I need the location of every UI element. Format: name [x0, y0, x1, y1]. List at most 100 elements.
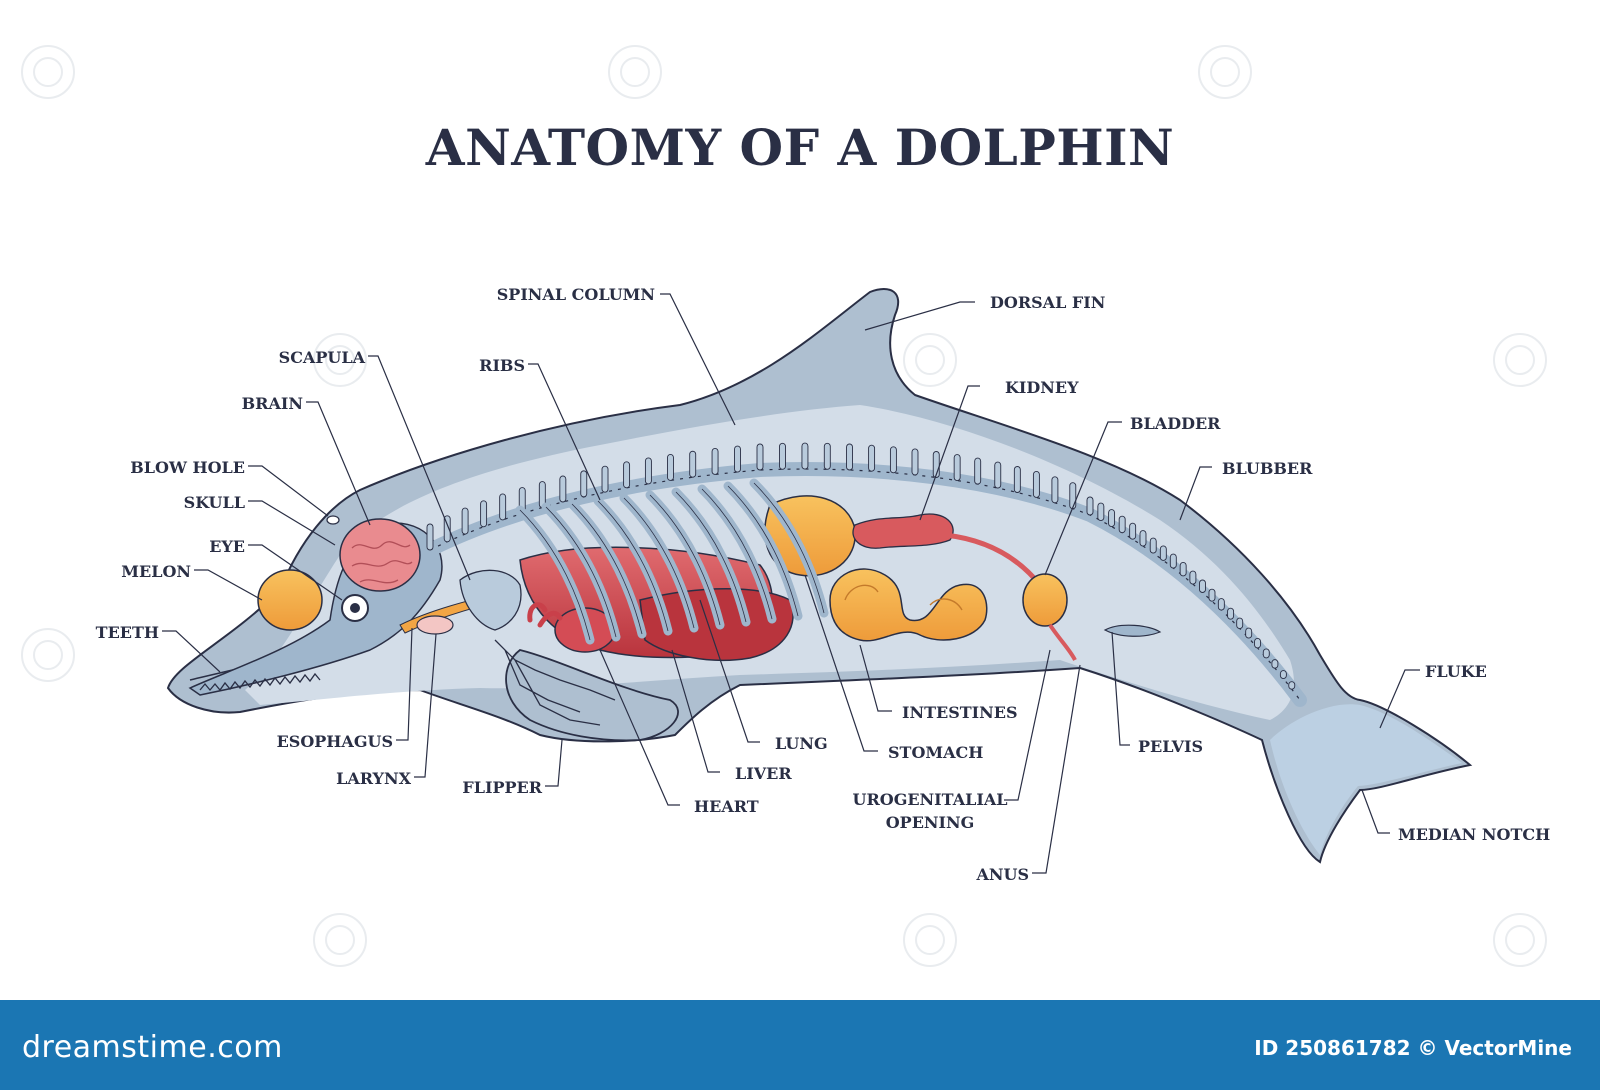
- dolphin-anatomy-diagram: SPINAL COLUMN DORSAL FIN SCAPULA RIBS KI…: [21, 45, 1550, 967]
- leader-esophagus: [396, 627, 413, 741]
- label-dorsal-fin: DORSAL FIN: [990, 293, 1105, 312]
- rib-outline: [701, 488, 773, 620]
- vertebra: [1169, 553, 1177, 569]
- leader-blow-hole: [248, 465, 329, 517]
- vertebra: [426, 523, 434, 551]
- leader-lines: [162, 293, 1420, 874]
- rib-outline: [623, 497, 695, 629]
- vertebra: [1159, 545, 1167, 561]
- label-blow-hole: BLOW HOLE: [130, 458, 245, 477]
- vertebra: [1245, 627, 1253, 639]
- vertebra: [1129, 522, 1137, 540]
- label-lung: LUNG: [775, 734, 828, 753]
- label-urogenital-line2: OPENING: [886, 813, 975, 832]
- vertebra: [801, 442, 809, 470]
- scapula-bone: [459, 569, 522, 631]
- vertebra: [823, 442, 831, 470]
- vertebra: [953, 454, 961, 481]
- vertebra: [1288, 681, 1296, 690]
- flipper-bones: [494, 639, 616, 726]
- vertebra: [1208, 588, 1216, 602]
- leader-liver: [671, 649, 720, 773]
- label-kidney: KIDNEY: [1005, 378, 1079, 397]
- label-fluke: FLUKE: [1425, 662, 1487, 681]
- kidney-organ: [852, 513, 954, 549]
- vertebra: [1097, 502, 1105, 522]
- vertebra: [601, 465, 609, 493]
- label-scapula: SCAPULA: [279, 348, 366, 367]
- vertebra: [1262, 648, 1270, 659]
- vertebra: [846, 443, 853, 471]
- leader-anus: [1032, 664, 1081, 874]
- vertebra: [1279, 670, 1287, 680]
- vertebra: [1118, 515, 1126, 534]
- label-pelvis: PELVIS: [1138, 737, 1203, 756]
- leader-eye: [248, 544, 343, 601]
- vertebrae-group: [426, 442, 1296, 690]
- footer-logo[interactable]: dreamstime.com: [22, 1030, 283, 1065]
- vertebra: [911, 448, 919, 476]
- vertebra: [667, 453, 674, 481]
- footer-image-id: ID 250861782 © VectorMine: [1254, 1036, 1572, 1060]
- vertebra: [1086, 496, 1094, 516]
- leader-brain: [306, 401, 371, 526]
- leader-median-notch: [1361, 789, 1390, 834]
- vertebra: [623, 461, 631, 489]
- vertebra: [1236, 617, 1244, 629]
- leader-spinal-column: [660, 293, 736, 426]
- pelvis-bone: [1103, 624, 1162, 637]
- ribs-group: [515, 478, 829, 645]
- footer-bar: dreamstime.com ID 250861782 © VectorMine: [0, 1000, 1600, 1090]
- vertebra: [889, 446, 897, 474]
- label-urogenital-line1: UROGENITALIAL: [853, 790, 1008, 809]
- leader-skull: [248, 500, 336, 546]
- diagram-title: ANATOMY OF A DOLPHIN: [425, 118, 1175, 177]
- intestines-organ: [829, 568, 988, 642]
- vertebra: [1254, 637, 1261, 649]
- label-flipper: FLIPPER: [462, 778, 542, 797]
- blow-hole: [326, 515, 340, 525]
- label-stomach: STOMACH: [888, 743, 983, 762]
- label-bladder: BLADDER: [1130, 414, 1221, 433]
- urogenital-tube: [1048, 623, 1077, 661]
- leader-larynx: [414, 633, 437, 778]
- leader-lung: [699, 599, 760, 743]
- leader-melon: [194, 569, 263, 601]
- vertebra: [734, 445, 741, 473]
- label-esophagus: ESOPHAGUS: [277, 732, 393, 751]
- vertebra: [1189, 570, 1197, 585]
- rib-outline: [675, 491, 747, 623]
- vertebra: [1217, 598, 1225, 611]
- brain-folds: [351, 541, 413, 584]
- leader-scapula: [368, 355, 471, 581]
- label-teeth: TEETH: [96, 623, 159, 642]
- leader-blubber: [1179, 466, 1212, 521]
- vertebra: [1149, 537, 1157, 554]
- head-structures: [188, 515, 513, 696]
- bladder-organ: [1022, 573, 1068, 627]
- vertebra: [779, 442, 786, 470]
- vertebra: [1013, 466, 1021, 493]
- rib-outline: [571, 503, 643, 635]
- brain-organ: [339, 518, 421, 592]
- spinal-column-outline: [429, 468, 1301, 701]
- leader-dorsal-fin: [864, 301, 975, 331]
- intestine-coil: [844, 584, 963, 611]
- stomach-organ: [764, 495, 856, 577]
- rib-outline: [597, 500, 669, 632]
- label-liver: LIVER: [735, 764, 792, 783]
- rib-outline: [519, 509, 591, 641]
- label-brain: BRAIN: [242, 394, 303, 413]
- rib-outline: [545, 506, 617, 638]
- skeleton: [423, 442, 1307, 726]
- leader-flipper: [545, 739, 563, 787]
- leader-heart: [599, 649, 680, 806]
- label-skull: SKULL: [184, 493, 245, 512]
- leader-pelvis: [1111, 631, 1130, 746]
- vertebra: [1069, 482, 1077, 510]
- leader-fluke: [1379, 669, 1420, 729]
- leader-urogenital: [1004, 649, 1051, 801]
- vertebra: [1271, 659, 1279, 669]
- vertebra: [499, 493, 507, 521]
- vertebra: [580, 470, 588, 498]
